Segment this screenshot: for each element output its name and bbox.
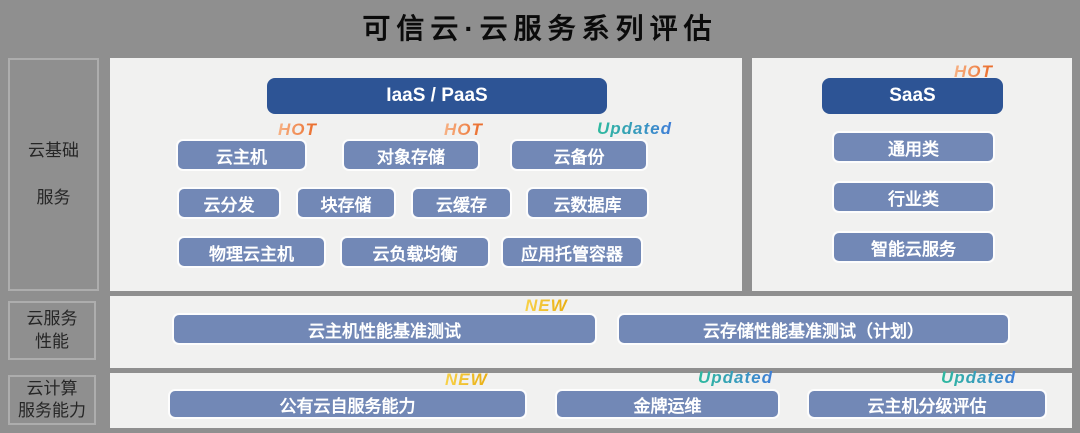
hot-badge: HOT bbox=[278, 120, 317, 139]
service-pill-cloud-distribution: 云分发 bbox=[177, 187, 281, 219]
service-pill-host-benchmark: 云主机性能基准测试 bbox=[172, 313, 597, 345]
service-pill-general-saas: 通用类 bbox=[832, 131, 995, 163]
service-pill-storage-benchmark: 云存储性能基准测试（计划） bbox=[617, 313, 1010, 345]
sidebar-label-line: 服务 bbox=[36, 187, 71, 207]
service-pill-cloud-database: 云数据库 bbox=[526, 187, 649, 219]
service-pill-self-service: 公有云自服务能力 bbox=[168, 389, 527, 419]
service-pill-cloud-host: 云主机 bbox=[176, 139, 307, 171]
sidebar-label-line: 云计算 bbox=[26, 378, 78, 398]
saas-panel: HOT SaaS 通用类 行业类 智能云服务 bbox=[752, 58, 1072, 291]
sidebar-label-line: 性能 bbox=[35, 332, 69, 351]
new-badge: NEW bbox=[445, 370, 488, 389]
service-pill-industry-saas: 行业类 bbox=[832, 181, 995, 213]
sidebar-label-line: 服务能力 bbox=[18, 401, 86, 420]
service-pill-smart-cloud: 智能云服务 bbox=[832, 231, 995, 263]
service-pill-physical-cloud-host: 物理云主机 bbox=[177, 236, 326, 268]
sidebar-label-cloud-base: 云基础 服务 bbox=[8, 58, 99, 291]
iaas-paas-header: IaaS / PaaS bbox=[267, 78, 607, 114]
sidebar-label-cloud-capability: 云计算 服务能力 bbox=[8, 375, 96, 425]
updated-badge: Updated bbox=[597, 119, 672, 138]
saas-header: SaaS bbox=[822, 78, 1003, 114]
capability-panel: NEW Updated Updated 公有云自服务能力 金牌运维 云主机分级评… bbox=[110, 369, 1072, 428]
service-pill-block-storage: 块存储 bbox=[296, 187, 396, 219]
service-pill-cloud-backup: 云备份 bbox=[510, 139, 648, 171]
hot-badge: HOT bbox=[444, 120, 483, 139]
new-badge: NEW bbox=[525, 296, 568, 315]
updated-badge: Updated bbox=[698, 368, 773, 387]
service-pill-host-grading: 云主机分级评估 bbox=[807, 389, 1047, 419]
service-pill-object-storage: 对象存储 bbox=[342, 139, 480, 171]
updated-badge: Updated bbox=[941, 368, 1016, 387]
service-pill-cloud-cache: 云缓存 bbox=[411, 187, 512, 219]
performance-panel: NEW 云主机性能基准测试 云存储性能基准测试（计划） bbox=[110, 296, 1072, 368]
sidebar-label-line: 云服务 bbox=[26, 308, 78, 328]
sidebar-label-line: 云基础 bbox=[28, 141, 79, 161]
service-pill-hosted-container: 应用托管容器 bbox=[501, 236, 643, 268]
iaas-paas-panel: IaaS / PaaS HOT HOT Updated 云主机 对象存储 云备份… bbox=[110, 58, 742, 291]
page-title: 可信云·云服务系列评估 bbox=[362, 13, 718, 44]
service-pill-load-balancer: 云负载均衡 bbox=[340, 236, 490, 268]
service-pill-gold-ops: 金牌运维 bbox=[555, 389, 780, 419]
sidebar-label-cloud-performance: 云服务 性能 bbox=[8, 301, 96, 360]
hot-badge: HOT bbox=[954, 62, 993, 81]
